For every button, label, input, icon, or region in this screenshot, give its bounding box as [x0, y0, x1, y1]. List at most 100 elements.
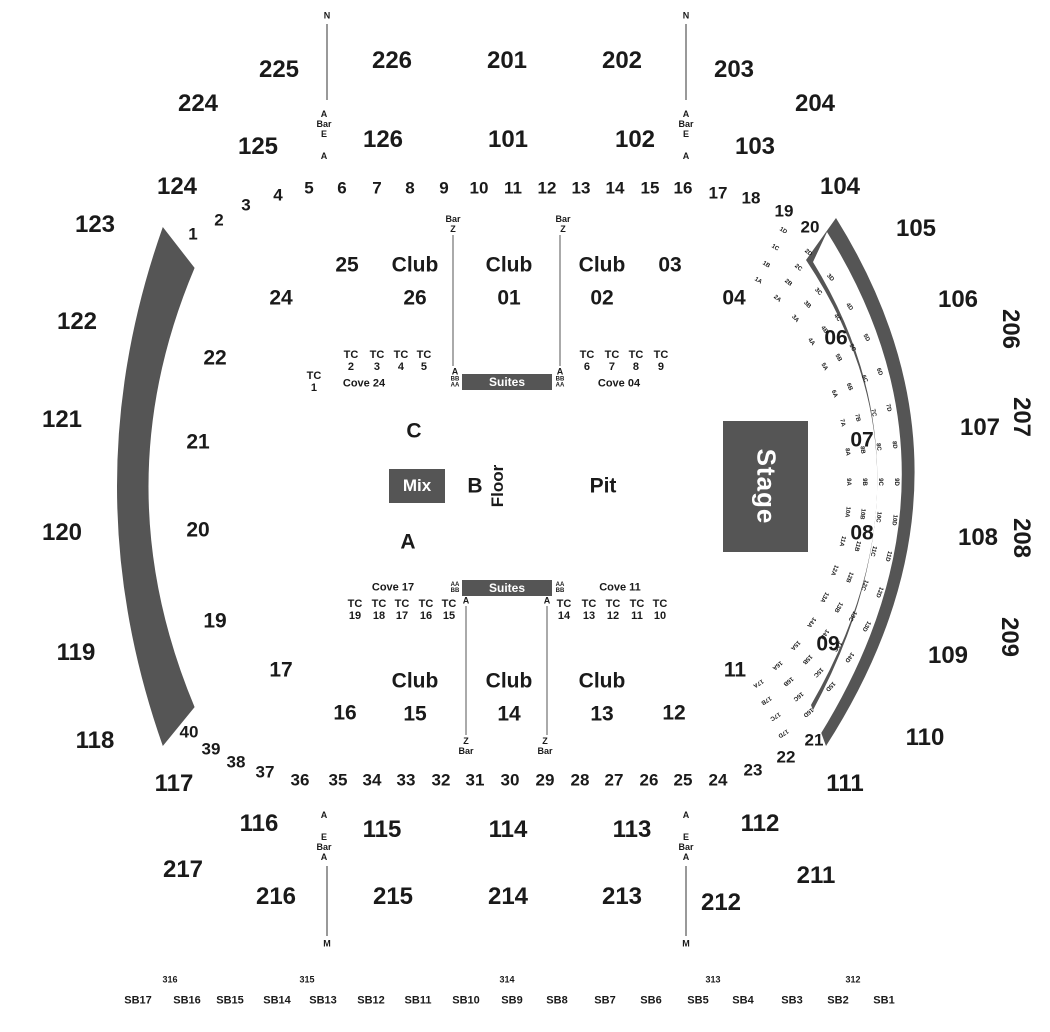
club-section-15[interactable]: 15 — [403, 702, 427, 726]
ring-seat-3[interactable]: 3 — [241, 195, 251, 215]
inner-section-16[interactable]: 16 — [333, 701, 357, 725]
ring-seat-15[interactable]: 15 — [640, 178, 660, 198]
section-217[interactable]: 217 — [162, 856, 204, 883]
club-section-14[interactable]: 14 — [497, 702, 521, 726]
ring-seat-16[interactable]: 16 — [673, 178, 693, 198]
ring-seat-33[interactable]: 33 — [396, 770, 416, 790]
inner-section-04[interactable]: 04 — [722, 286, 746, 310]
ring-seat-40[interactable]: 40 — [179, 722, 199, 742]
ring-seat-22[interactable]: 22 — [776, 747, 796, 767]
skybox-sb11[interactable]: SB11 — [404, 994, 432, 1007]
section-212[interactable]: 212 — [700, 889, 742, 916]
ring-seat-26[interactable]: 26 — [639, 770, 659, 790]
ring-seat-1[interactable]: 1 — [188, 224, 198, 244]
ring-seat-28[interactable]: 28 — [570, 770, 590, 790]
club-section-01[interactable]: 01 — [497, 286, 521, 310]
section-102[interactable]: 102 — [614, 126, 656, 153]
inner-section-22[interactable]: 22 — [203, 346, 227, 370]
box-seat-8d[interactable]: 8D — [890, 440, 898, 449]
ring-seat-18[interactable]: 18 — [741, 188, 761, 208]
floor-section-b[interactable]: B — [467, 474, 483, 498]
section-312[interactable]: 312 — [845, 974, 861, 985]
skybox-sb1[interactable]: SB1 — [873, 994, 895, 1007]
club-section-13[interactable]: 13 — [590, 702, 614, 726]
inner-section-20[interactable]: 20 — [186, 518, 210, 542]
section-211[interactable]: 211 — [796, 862, 836, 889]
section-123[interactable]: 123 — [74, 211, 116, 238]
mix-block[interactable]: Mix — [389, 469, 445, 503]
ring-seat-10[interactable]: 10 — [469, 178, 489, 198]
ring-seat-38[interactable]: 38 — [226, 752, 246, 772]
inner-section-06[interactable]: 06 — [824, 326, 848, 350]
floor-section-c[interactable]: C — [406, 419, 422, 443]
pit-label[interactable]: Pit — [589, 474, 617, 498]
section-206[interactable]: 206 — [997, 308, 1024, 350]
section-203[interactable]: 203 — [713, 56, 755, 83]
inner-section-09[interactable]: 09 — [816, 632, 840, 656]
section-207[interactable]: 207 — [1008, 396, 1035, 438]
ring-seat-17[interactable]: 17 — [708, 183, 728, 203]
section-106[interactable]: 106 — [937, 286, 979, 313]
section-313[interactable]: 313 — [705, 974, 721, 985]
skybox-sb3[interactable]: SB3 — [781, 994, 803, 1007]
ring-seat-35[interactable]: 35 — [328, 770, 348, 790]
box-seat-8b[interactable]: 8B — [858, 445, 866, 454]
section-112[interactable]: 112 — [740, 810, 780, 837]
section-114[interactable]: 114 — [488, 816, 528, 843]
inner-section-11[interactable]: 11 — [723, 658, 747, 682]
skybox-sb10[interactable]: SB10 — [452, 994, 480, 1007]
ring-seat-34[interactable]: 34 — [362, 770, 382, 790]
skybox-sb2[interactable]: SB2 — [827, 994, 849, 1007]
section-108[interactable]: 108 — [957, 524, 999, 551]
ring-seat-9[interactable]: 9 — [439, 178, 449, 198]
box-seat-9b[interactable]: 9B — [861, 478, 867, 486]
section-115[interactable]: 115 — [362, 816, 402, 843]
box-seat-10a[interactable]: 10A — [842, 506, 851, 518]
ring-seat-30[interactable]: 30 — [500, 770, 520, 790]
skybox-sb6[interactable]: SB6 — [640, 994, 662, 1007]
section-103[interactable]: 103 — [734, 133, 776, 160]
section-105[interactable]: 105 — [895, 215, 937, 242]
inner-section-24[interactable]: 24 — [269, 286, 293, 310]
section-113[interactable]: 113 — [612, 816, 652, 843]
ring-seat-39[interactable]: 39 — [201, 739, 221, 759]
ring-seat-21[interactable]: 21 — [804, 730, 824, 750]
inner-section-25[interactable]: 25 — [335, 253, 359, 277]
section-215[interactable]: 215 — [372, 883, 414, 910]
section-216[interactable]: 216 — [255, 883, 297, 910]
inner-section-08[interactable]: 08 — [850, 521, 874, 545]
section-213[interactable]: 213 — [601, 883, 643, 910]
suites-bottom-block[interactable]: Suites — [462, 580, 552, 596]
ring-seat-4[interactable]: 4 — [273, 185, 283, 205]
section-208[interactable]: 208 — [1008, 517, 1035, 559]
section-201[interactable]: 201 — [486, 47, 528, 74]
inner-section-21[interactable]: 21 — [186, 430, 210, 454]
ring-seat-11[interactable]: 11 — [504, 178, 522, 198]
section-118[interactable]: 118 — [75, 727, 115, 754]
inner-section-12[interactable]: 12 — [662, 701, 686, 725]
ring-seat-29[interactable]: 29 — [535, 770, 555, 790]
ring-seat-37[interactable]: 37 — [255, 762, 275, 782]
skybox-sb4[interactable]: SB4 — [732, 994, 754, 1007]
ring-seat-24[interactable]: 24 — [708, 770, 728, 790]
club-section-02[interactable]: 02 — [590, 286, 614, 310]
inner-section-19[interactable]: 19 — [203, 609, 227, 633]
ring-seat-2[interactable]: 2 — [214, 210, 224, 230]
ring-seat-7[interactable]: 7 — [372, 178, 382, 198]
skybox-sb7[interactable]: SB7 — [594, 994, 616, 1007]
section-316[interactable]: 316 — [162, 974, 178, 985]
section-121[interactable]: 121 — [41, 406, 83, 433]
